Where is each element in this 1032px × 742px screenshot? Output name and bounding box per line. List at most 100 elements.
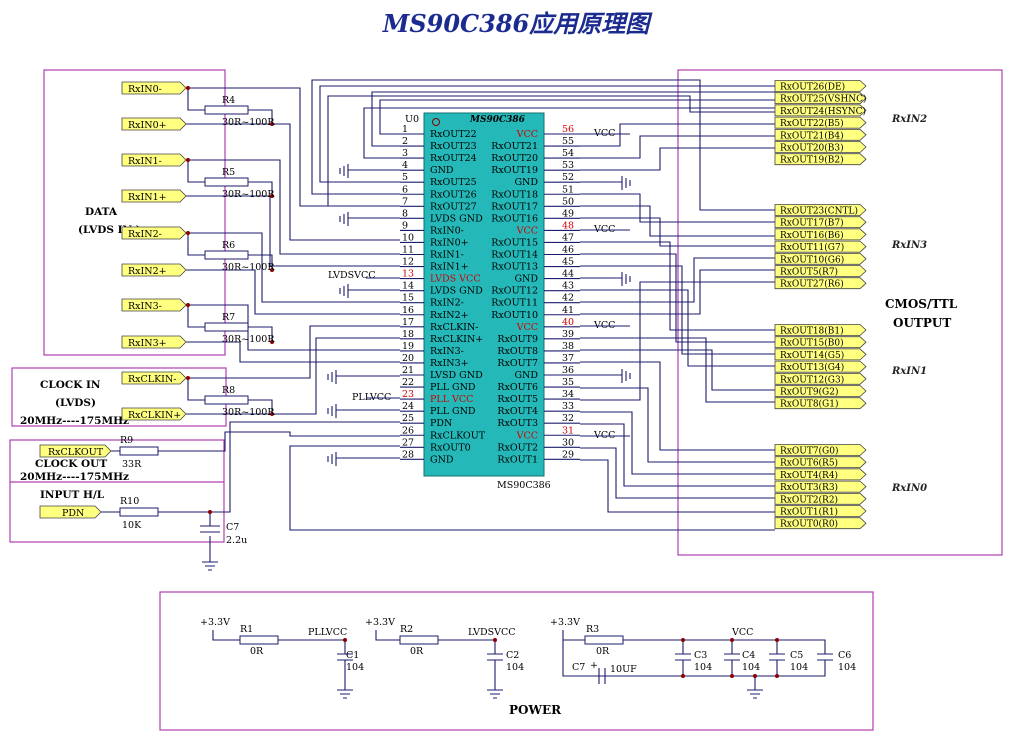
input-port[interactable] (121, 226, 187, 240)
input-port[interactable] (121, 335, 187, 349)
rxin0-group-label: RxIN0 (891, 483, 927, 494)
chip-pin-number: 8 (402, 208, 408, 219)
output-port[interactable] (774, 228, 867, 241)
chip-pin-name: GND (514, 370, 538, 381)
input-port-label: RxIN1- (128, 156, 162, 167)
output-port[interactable] (774, 324, 867, 336)
c2-ref: C2 (506, 650, 519, 661)
chip-pin-number: 24 (402, 401, 414, 412)
chip-pin-number: 47 (562, 232, 574, 243)
output-port[interactable] (774, 128, 867, 141)
output-port-label: RxOUT5(R7) (780, 267, 838, 278)
chip-pin-name: VCC (516, 225, 538, 236)
c7p-value: 10UF (610, 664, 637, 675)
output-port[interactable] (774, 492, 867, 505)
output-port[interactable] (774, 204, 867, 216)
chip-pin-name: VCC (516, 430, 538, 441)
chip-pin-number: 44 (562, 269, 574, 280)
chip-pin-number: 53 (562, 160, 574, 171)
resistor-ref: R4 (222, 95, 235, 106)
output-port[interactable] (774, 385, 867, 397)
chip-pin-number: 42 (562, 293, 574, 304)
data-frame (43, 69, 226, 356)
chip-pin-name: GND (430, 165, 454, 176)
chip-pin-number: 38 (562, 341, 574, 352)
output-port[interactable] (774, 444, 867, 456)
c3-ref: C3 (694, 650, 707, 661)
output-port-label: RxOUT3(R3) (780, 482, 838, 493)
output-port[interactable] (774, 517, 867, 530)
input-port[interactable] (121, 407, 187, 421)
output-port[interactable] (774, 116, 867, 129)
r9-ref: R9 (120, 435, 133, 446)
output-port[interactable] (774, 265, 867, 277)
r2-ref: R2 (400, 624, 413, 635)
output-port[interactable] (774, 141, 867, 153)
chip-pin-number: 28 (402, 449, 414, 460)
chip-pin-number: 31 (562, 425, 574, 436)
rxclkout-port-label: RxCLKOUT (48, 447, 104, 458)
output-frame (677, 69, 1003, 556)
output-port[interactable] (774, 397, 867, 410)
output-port[interactable] (774, 216, 867, 229)
input-port[interactable] (121, 371, 187, 385)
output-port-label: RxOUT9(G2) (780, 387, 838, 398)
chip-pin-number: 46 (562, 245, 574, 256)
chip-pin-name: RxIN3+ (430, 358, 469, 369)
input-port[interactable] (121, 81, 187, 95)
chip-pin-name: RxIN0- (430, 225, 464, 236)
termination-resistor (204, 395, 249, 405)
input-port[interactable] (121, 298, 187, 312)
pdn-port-label: PDN (62, 508, 84, 519)
output-port[interactable] (774, 92, 867, 105)
input-port-label: RxIN2- (128, 229, 162, 240)
chip-pin-number: 32 (562, 413, 574, 424)
resistor-ref: R5 (222, 167, 235, 178)
chip-pin-number: 35 (562, 377, 574, 388)
output-port[interactable] (774, 252, 867, 265)
chip-pin-number: 18 (402, 329, 414, 340)
chip-pin-name: RxOUT2 (497, 442, 538, 453)
output-port[interactable] (774, 104, 867, 117)
input-port[interactable] (121, 263, 187, 277)
c4-ref: C4 (742, 650, 755, 661)
chip-pin-name: RxOUT18 (491, 189, 538, 200)
resistor-value: 30R~100R (222, 334, 275, 345)
chip-pin-name: RxIN3- (430, 346, 464, 357)
chip-pin-number: 51 (562, 184, 574, 195)
rxclkout-port[interactable] (39, 444, 112, 458)
output-port[interactable] (774, 456, 867, 469)
chip-pin-name: RxOUT16 (491, 213, 538, 224)
power-title: POWER (509, 703, 562, 717)
chip-pin-number: 34 (562, 389, 574, 400)
chip-right-pins: 56VCC55RxOUT2154RxOUT2053RxOUT1952GND51R… (491, 124, 580, 465)
chip-pin-name: RxCLKIN- (430, 322, 478, 333)
chip-ref: U0 (405, 114, 419, 125)
output-port[interactable] (774, 80, 867, 92)
r1-value: 0R (250, 646, 264, 657)
pdn-port[interactable] (39, 505, 102, 519)
output-port[interactable] (774, 360, 867, 373)
output-port[interactable] (774, 153, 867, 166)
output-port[interactable] (774, 277, 867, 290)
output-port[interactable] (774, 480, 867, 493)
output-port[interactable] (774, 372, 867, 385)
r9-value: 33R (122, 459, 142, 470)
power-section (212, 630, 833, 699)
r10-value: 10K (122, 520, 142, 531)
output-port-label: RxOUT23(CNTL) (780, 206, 858, 217)
output-port[interactable] (774, 505, 867, 517)
chip-pin-name: VCC (516, 129, 538, 140)
output-port[interactable] (774, 240, 867, 253)
input-port[interactable] (121, 117, 187, 131)
chip-pin-name: RxIN1+ (430, 262, 469, 273)
output-port[interactable] (774, 348, 867, 361)
output-port[interactable] (774, 468, 867, 481)
output-port[interactable] (774, 336, 867, 349)
output-port-label: RxOUT6(R5) (780, 458, 838, 469)
c5-ref: C5 (790, 650, 803, 661)
input-port[interactable] (121, 189, 187, 203)
output-port-label: RxOUT15(B0) (780, 338, 844, 349)
input-port[interactable] (121, 153, 187, 167)
c4-value: 104 (742, 662, 760, 673)
